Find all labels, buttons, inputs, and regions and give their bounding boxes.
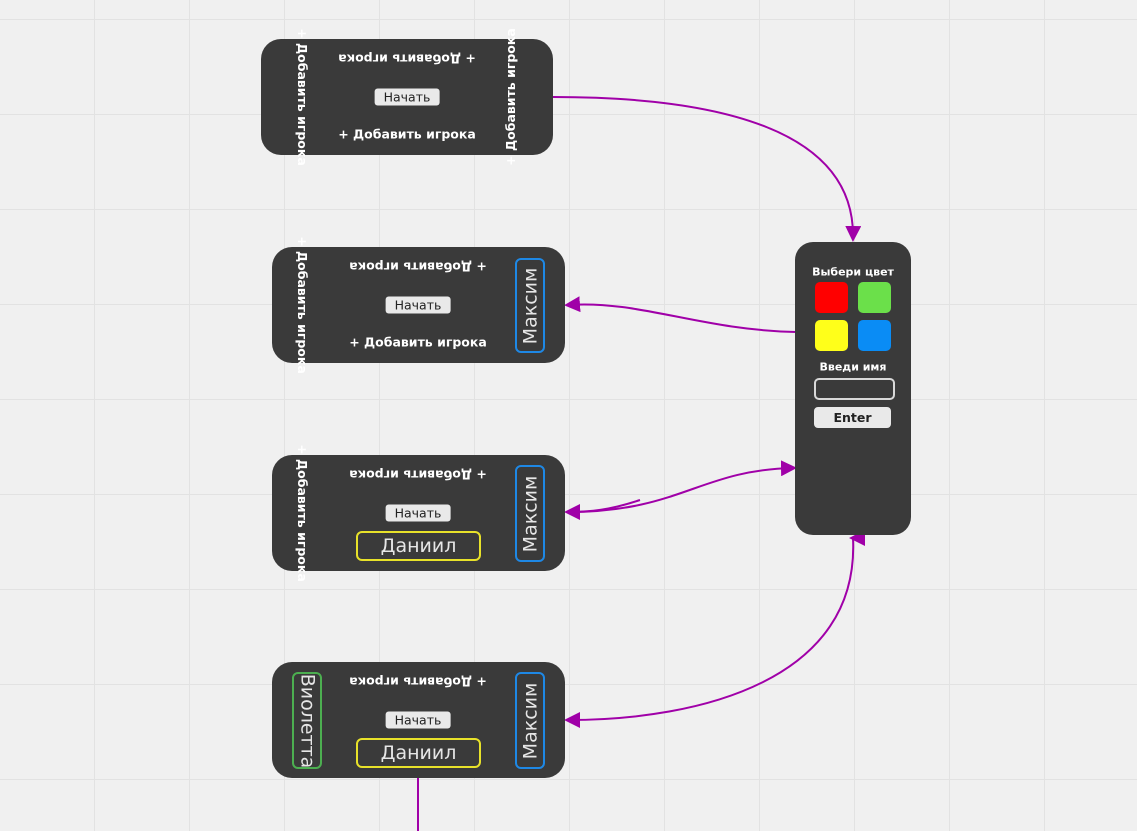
add-player-left[interactable]: + Добавить игрока bbox=[295, 236, 310, 374]
connector-card3-back bbox=[564, 499, 641, 520]
start-button[interactable]: Начать bbox=[385, 296, 451, 314]
card-empty-table: + Добавить игрока + Добавить игрока + До… bbox=[261, 28, 553, 166]
start-button[interactable]: Начать bbox=[385, 711, 451, 729]
color-swatch-blue[interactable] bbox=[858, 320, 891, 351]
card-one-player: + Добавить игрока + Добавить игрока Нача… bbox=[272, 236, 565, 374]
player-right-maksim: Максим bbox=[515, 258, 545, 353]
card-three-players: + Добавить игрока Виолетта Начать Даниил… bbox=[272, 662, 565, 778]
enter-name-title: Введи имя bbox=[819, 360, 887, 374]
add-player-right[interactable]: + Добавить игрока bbox=[503, 28, 518, 166]
player-right-maksim: Максим bbox=[515, 465, 545, 562]
add-player-left[interactable]: + Добавить игрока bbox=[295, 444, 310, 582]
color-swatch-yellow[interactable] bbox=[815, 320, 848, 351]
name-input[interactable] bbox=[814, 378, 895, 400]
add-player-top[interactable]: + Добавить игрока bbox=[338, 51, 476, 67]
add-player-left[interactable]: + Добавить игрока bbox=[295, 28, 310, 166]
player-bottom-daniil: Даниил bbox=[356, 531, 481, 561]
enter-button[interactable]: Enter bbox=[814, 407, 891, 428]
color-swatch-red[interactable] bbox=[815, 282, 848, 313]
add-player-top[interactable]: + Добавить игрока bbox=[349, 674, 487, 690]
add-player-bottom[interactable]: + Добавить игрока bbox=[349, 334, 487, 350]
player-setup-panel: Выбери цвет Введи имя Enter bbox=[795, 242, 911, 535]
card-two-players: + Добавить игрока + Добавить игрока Нача… bbox=[272, 444, 565, 582]
color-swatch-green[interactable] bbox=[858, 282, 891, 313]
player-right-maksim: Максим bbox=[515, 672, 545, 769]
connector-card1-to-panel bbox=[552, 96, 862, 242]
add-player-top[interactable]: + Добавить игрока bbox=[349, 467, 487, 483]
start-button[interactable]: Начать bbox=[385, 504, 451, 522]
connector-panel-to-card2 bbox=[564, 296, 797, 333]
player-bottom-daniil: Даниил bbox=[356, 738, 481, 768]
connector-panel-to-card4 bbox=[564, 537, 855, 728]
add-player-bottom[interactable]: + Добавить игрока bbox=[338, 126, 476, 142]
add-player-top[interactable]: + Добавить игрока bbox=[349, 259, 487, 275]
connector-card3-panel bbox=[567, 460, 797, 513]
player-left-violetta: Виолетта bbox=[292, 672, 322, 769]
start-button[interactable]: Начать bbox=[374, 88, 440, 106]
choose-color-title: Выбери цвет bbox=[812, 265, 894, 279]
